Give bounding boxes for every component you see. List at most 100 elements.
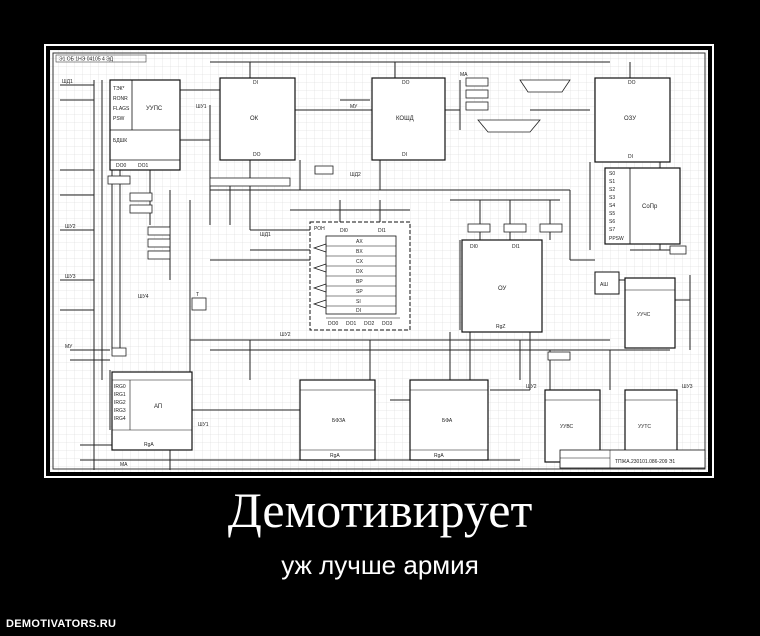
ok-do: DO [253,152,261,158]
ron-do1: DO1 [346,321,357,327]
block-upc: ТЭК* RONR FLAGS PSW БДШК УУПС DO0 DO1 [109,79,181,171]
ok-di: DI [253,80,258,86]
upc-reg-1: RONR [113,96,128,102]
ou-di0: DI0 [470,244,478,250]
sosr-reg-0: S0 [609,171,615,177]
signal-shu2-b: ШУ2 [526,384,537,390]
uuts-label: УУТС [638,424,651,430]
signal-t: Т [196,292,199,298]
signal-shd1: ШД1 [62,79,73,85]
signal-shd1-b: ШД1 [260,232,271,238]
title-block: ТПЖА.230101.086-209 Э1 [559,449,706,469]
sosr-reg-4: S4 [609,203,615,209]
ron-do3: DO3 [382,321,393,327]
sosr-reg-7: S7 [609,227,615,233]
ap-reg-0: IRG0 [114,384,126,390]
upc-do0: DO0 [116,163,127,169]
ron-reg-1: BX [356,249,363,255]
ap-reg-3: IRG3 [114,408,126,414]
multiplexers [477,79,571,133]
upc-reg-3: PSW [113,116,125,122]
signal-shu1: ШУ1 [196,104,207,110]
block-ozu: ОЗУ DO DI [594,77,671,163]
ou-rgz: RgZ [496,324,505,330]
ozu-label: ОЗУ [624,116,636,122]
kshd-label: КОШД [396,116,414,122]
block-bfa: БФА RgA [409,379,489,461]
upc-reg-0: ТЭК* [113,86,125,92]
block-kshd: КОШД DO DI [371,77,446,161]
signal-labels: ШД1 ШУ2 ШУ3 ШУ4 МУ Т МУ МА ШД2 ШД1 ШУ1 Ш… [62,72,693,468]
block-sosr: СоПр S0 S1 S2 S3 S4 S5 S6 S7 PPSW [604,167,681,245]
block-uuchs: УУЧС [624,277,676,349]
upc-reg-2: FLAGS [113,106,130,112]
site-watermark: DEMOTIVATORS.RU [6,618,117,630]
signal-shu3-b: ШУ3 [682,384,693,390]
upc-reg-4: БДШК [113,138,127,144]
ou-di1: DI1 [512,244,520,250]
ou-label: ОУ [498,286,507,292]
upc-do1: DO1 [138,163,149,169]
uuchs-label: УУЧС [637,312,651,318]
ron-reg-0: AX [356,239,363,245]
block-bfza: БФЗА RgA [299,379,376,461]
ron-do0: DO0 [328,321,339,327]
ap-reg-1: IRG1 [114,392,126,398]
block-ok: ОК DI DO [219,77,296,161]
ron-di1: DI1 [378,228,386,234]
bfa-rga: RgA [434,453,444,459]
signal-mv-2: МУ [350,104,358,110]
ron-reg-4: BP [356,279,363,285]
kshd-do: DO [402,80,410,86]
bfza-rga: RgA [330,453,340,459]
block-ap: IRG0 IRG1 IRG2 IRG3 IRG4 АП RgA [111,371,193,451]
sosr-reg-1: S1 [609,179,615,185]
ash-label: АШ [600,282,608,288]
signal-shu1-b: ШУ1 [198,422,209,428]
bfa-label: БФА [442,418,453,424]
ap-reg-4: IRG4 [114,416,126,422]
signal-mv: МУ [65,344,73,350]
sosr-reg-2: S2 [609,187,615,193]
circuit-schematic: Э1 ОБ 1НЭ 04105 4 ЭД [50,50,708,472]
sosr-reg-3: S3 [609,195,615,201]
bfza-label: БФЗА [332,418,346,424]
ron-reg-2: CX [356,259,364,265]
top-stamp-text: Э1 ОБ 1НЭ 04105 4 ЭД [59,57,114,63]
kshd-di: DI [402,152,407,158]
upc-label: УУПС [146,106,163,112]
signal-shu3: ШУ3 [65,274,76,280]
ron-reg-6: SI [356,299,361,305]
poster-subline: уж лучше армия [281,550,479,580]
ozu-do: DO [628,80,636,86]
signal-shu2-c: ШУ2 [280,332,291,338]
signal-ma-2: МА [120,462,128,468]
signal-ma: МА [460,72,468,78]
poster-headline: Демотивирует [227,482,533,538]
sosr-reg-6: S6 [609,219,615,225]
sosr-reg-5: S5 [609,211,615,217]
block-ash: АШ [594,271,620,295]
ron-reg-3: DX [356,269,364,275]
ron-label: РОН [314,226,325,232]
poster-frame: Э1 ОБ 1НЭ 04105 4 ЭД [44,44,714,478]
ron-di0: DI0 [340,228,348,234]
ok-label: ОК [250,116,259,122]
ap-rga: RgA [144,442,154,448]
signal-shu2: ШУ2 [65,224,76,230]
small-registers [107,77,687,361]
ozu-di: DI [628,154,633,160]
ron-reg-5: SP [356,289,363,295]
ap-label: АП [154,404,162,410]
ap-reg-2: IRG2 [114,400,126,406]
signal-shd2: ШД2 [350,172,361,178]
signal-shu4: ШУ4 [138,294,149,300]
ron-reg-7: DI [356,308,361,314]
title-block-text: ТПЖА.230101.086-209 Э1 [615,459,675,465]
ron-do2: DO2 [364,321,375,327]
block-ron: РОН DI0 DI1 AX BX CX DX BP SP [309,221,411,331]
block-ou: ОУ DI0 DI1 RgZ [461,239,543,333]
top-stamp: Э1 ОБ 1НЭ 04105 4 ЭД [55,54,147,63]
uuvs-label: УУВС [560,424,574,430]
sosr-reg-8: PPSW [609,236,624,242]
